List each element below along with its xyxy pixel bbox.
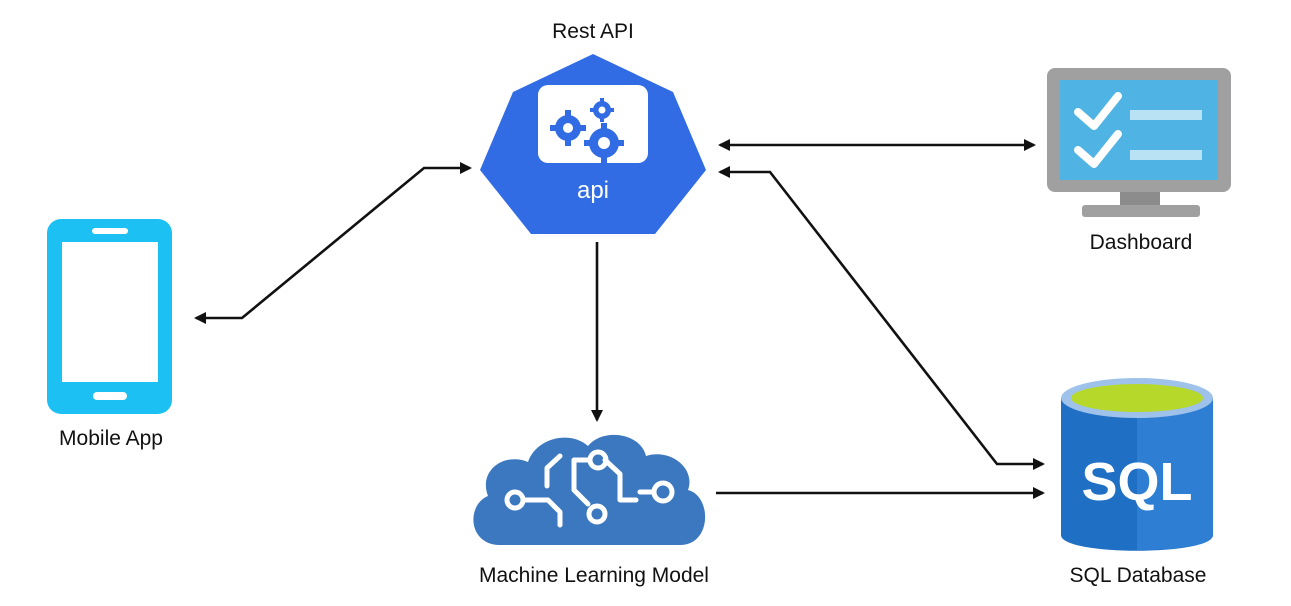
mobile-app-label: Mobile App [59,427,163,450]
connector-api-to-sql [718,166,1045,470]
kubernetes-api-icon: api [480,54,706,234]
ml-model-label: Machine Learning Model [479,564,709,587]
sql-database-icon: SQL [1061,378,1213,551]
api-badge-text: api [577,177,609,204]
ml-model-node: Machine Learning Model [473,434,709,587]
dashboard-label: Dashboard [1090,231,1193,254]
gear-icon [550,98,624,163]
rest-api-node: Rest API [480,20,706,234]
connections [194,139,1045,499]
brain-cloud-icon [473,434,706,545]
sql-database-node: SQL SQL Database [1061,378,1213,587]
smartphone-icon [47,219,172,414]
rest-api-label: Rest API [552,20,634,43]
monitor-checklist-icon [1047,68,1231,217]
mobile-app-node: Mobile App [47,219,172,450]
dashboard-node: Dashboard [1047,68,1231,254]
sql-badge-text: SQL [1081,452,1192,512]
sql-database-label: SQL Database [1070,564,1207,587]
connector-mobile-to-api [194,162,472,324]
